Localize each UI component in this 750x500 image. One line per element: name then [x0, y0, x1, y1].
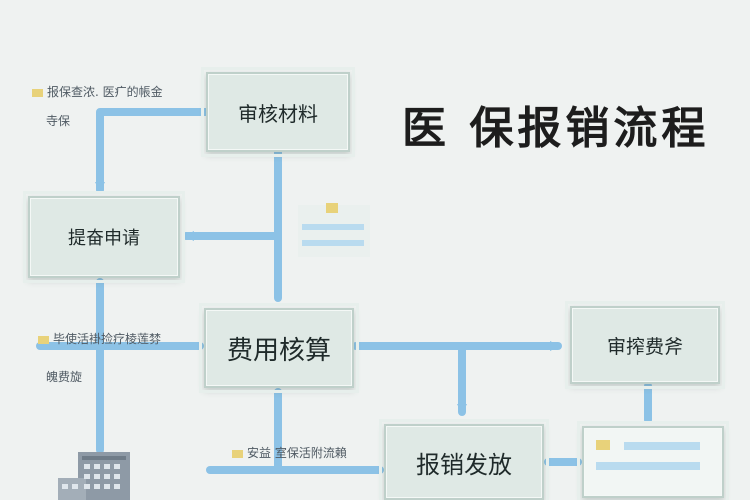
note-top-left-2: 寺保 [46, 114, 71, 128]
card-line [596, 462, 700, 470]
note-text: 安益 室保活附流賴 [247, 446, 347, 460]
step-label: 报销发放 [416, 450, 512, 479]
step-label: 费用核算 [226, 335, 331, 366]
step-label: 提奋申请 [68, 228, 140, 249]
step-review-expenses: 审搾费斧 [565, 301, 725, 389]
step-submit-application: 提奋申请 [23, 191, 185, 283]
note-top-left: 报保查浓. 医疒的帳金 [32, 83, 163, 100]
document-card-icon [577, 421, 729, 500]
step-label: 审核材料 [238, 101, 318, 126]
step-label: 审搾费斧 [606, 335, 683, 358]
note-mid-left: 毕使活褂捡疗棱莲棼 [38, 330, 161, 347]
card-line [624, 442, 700, 450]
building-icon [58, 452, 130, 500]
note-tag-icon [38, 335, 49, 344]
note-bottom-center: 安益 室保活附流賴 [232, 444, 347, 461]
diagram-title: 医 保报销流程 [402, 103, 710, 154]
note-text: 报保查浓. 医疒的帳金 [47, 85, 163, 99]
step-review-materials: 审核材料 [201, 67, 355, 157]
connector-review-to-submit [95, 108, 210, 194]
note-mid-left-2: 魄费旋 [46, 370, 83, 384]
step-cost-accounting: 费用核算 [199, 303, 359, 393]
note-tag-icon [232, 449, 243, 458]
card-tag [596, 440, 610, 450]
info-card-center [298, 203, 370, 257]
note-text: 毕使活褂捡疗棱莲棼 [53, 332, 162, 346]
step-reimbursement-payout: 报销发放 [379, 419, 549, 500]
note-tag-icon [32, 88, 43, 97]
